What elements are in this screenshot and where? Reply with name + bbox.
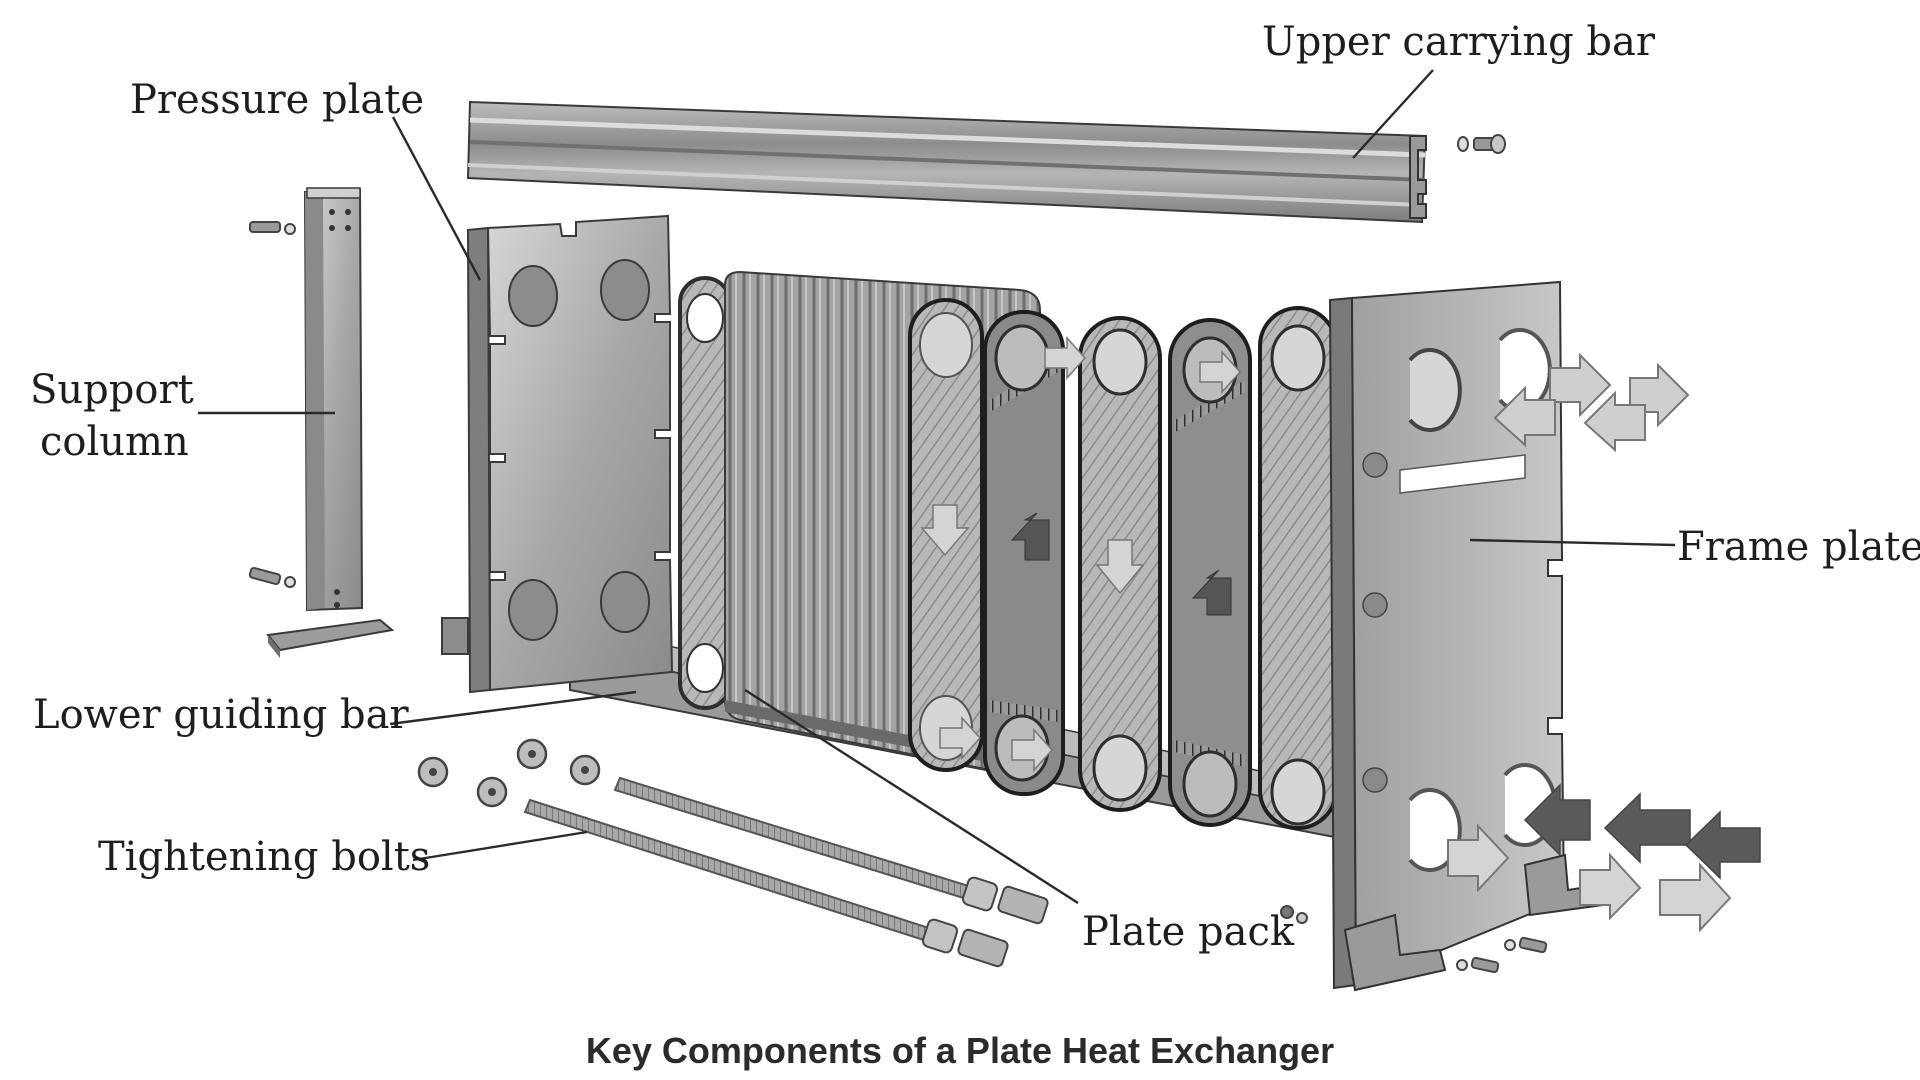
arrow-left-icon: [1583, 390, 1646, 453]
arrow-up-icon: [1191, 569, 1232, 616]
column-bolt-icon: [249, 221, 296, 235]
flow-arrows: [1447, 352, 1761, 933]
leader-plate-pack: [744, 688, 1079, 905]
leader-upper-carrying-bar: [1352, 69, 1434, 159]
arrow-right-icon: [1447, 823, 1510, 893]
leader-tightening-bolts: [412, 830, 588, 862]
leader-pressure-plate: [391, 116, 482, 281]
pressure-plate: [441, 214, 674, 694]
label-pressure-plate: Pressure plate: [130, 77, 424, 123]
column-bolt-icon: [248, 566, 296, 588]
arrow-up-icon: [1010, 512, 1050, 561]
port-hole: [508, 579, 558, 641]
arrow-left-icon: [1523, 783, 1591, 857]
tightening-bolts: [417, 738, 1049, 968]
upper-carrying-bar: [466, 100, 1506, 224]
arrow-right-icon: [1011, 728, 1054, 772]
port-hole: [600, 259, 650, 321]
figure-caption: Key Components of a Plate Heat Exchanger: [585, 1030, 1335, 1071]
plate: [908, 298, 984, 772]
leader-lines: [198, 69, 1676, 905]
nameplate: [1399, 454, 1526, 494]
plate: [1078, 316, 1162, 812]
arrow-down-icon: [920, 504, 970, 557]
plate: [1258, 306, 1338, 830]
threaded-rod: [613, 776, 1049, 925]
label-support-column-line1: Support: [30, 367, 194, 413]
support-column: [248, 187, 395, 658]
plate-pack: [678, 270, 1338, 830]
arrow-left-icon: [1684, 810, 1761, 880]
label-lower-guiding-bar: Lower guiding bar: [33, 692, 409, 738]
label-upper-carrying-bar: Upper carrying bar: [1262, 19, 1656, 65]
arrow-down-icon: [1095, 539, 1145, 595]
label-tightening-bolts: Tightening bolts: [98, 834, 430, 880]
leader-lower-guiding-bar: [389, 690, 637, 726]
leader-frame-plate: [1469, 538, 1676, 547]
foot-bolt-icon: [1456, 936, 1548, 974]
threaded-rod: [523, 798, 1009, 968]
frame-plate: [1328, 280, 1605, 992]
arrow-left-icon: [1603, 792, 1691, 864]
washer-icon: [1280, 905, 1308, 924]
label-support-column-line2: column: [40, 419, 189, 465]
arrow-right-icon: [1659, 862, 1732, 933]
plate: [983, 310, 1065, 796]
carrying-bar-bolt-icon: [1457, 134, 1506, 154]
label-plate-pack: Plate pack: [1082, 909, 1295, 955]
arrow-right-icon: [1044, 336, 1087, 380]
port-hole: [600, 571, 650, 633]
nut-icon: [417, 738, 601, 808]
arrow-left-icon: [1493, 385, 1556, 448]
arrow-right-icon: [939, 716, 982, 760]
plate: [1168, 318, 1252, 827]
arrow-right-icon: [1579, 852, 1642, 921]
port-hole: [508, 265, 558, 327]
label-frame-plate: Frame plate: [1677, 524, 1920, 570]
arrow-right-icon: [1199, 350, 1242, 394]
